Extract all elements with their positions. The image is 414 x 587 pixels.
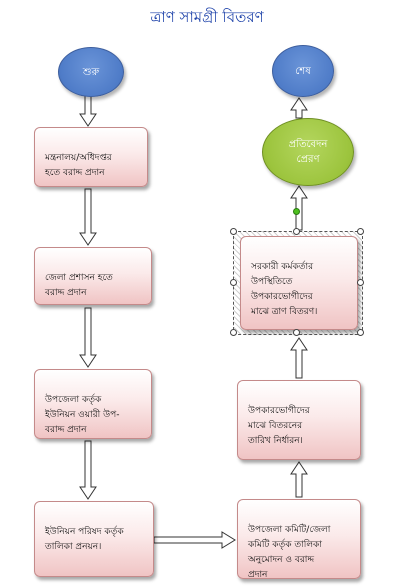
resize-handle-bottom-center[interactable] xyxy=(293,329,300,336)
arrow-committee-to-datefix xyxy=(290,461,308,498)
resize-handle-middle-left[interactable] xyxy=(230,279,237,286)
ministry-allocation-text: মন্ত্রনালয়/অধিদপ্তর হতে বরাদ্দ প্রদান xyxy=(45,153,112,178)
start-node: শুরু xyxy=(58,47,124,97)
upazila-suballocation-box: উপজেলা কর্তৃক ইউনিয়ন ওয়ারী উপ- বরাদ্দ … xyxy=(34,369,152,439)
report-node: প্রতিবেদন প্রেরণ xyxy=(262,118,354,186)
diagram-title: ত্রাণ সামগ্রী বিতরণ xyxy=(150,8,264,26)
rotation-handle[interactable] xyxy=(293,208,300,215)
end-label: শেষ xyxy=(295,65,311,77)
arrow-ministry-to-district xyxy=(79,188,97,246)
ministry-allocation-box: মন্ত্রনালয়/অধিদপ্তর হতে বরাদ্দ প্রদান xyxy=(34,127,148,187)
district-allocation-box: জেলা প্রশাসন হতে বরাদ্দ প্রদান xyxy=(34,247,152,305)
distribution-date-box: উপকারভোগীদের মাঝে বিতরনের তারিখ নির্ধারন… xyxy=(237,380,361,460)
district-allocation-text: জেলা প্রশাসন হতে বরাদ্দ প্রদান xyxy=(45,273,113,298)
resize-handle-top-center[interactable] xyxy=(293,228,300,235)
arrow-union-to-committee xyxy=(153,531,236,549)
relief-distribution-text: সরকারী কর্মকর্তার উপস্থিতিতে উপকারভোগীদে… xyxy=(251,262,318,317)
arrow-district-to-upazila xyxy=(79,307,97,368)
union-list-text: ইউনিয়ন পরিষদ কর্তৃক তালিকা প্রনয়ন। xyxy=(45,527,124,552)
resize-handle-top-left[interactable] xyxy=(230,228,237,235)
report-label: প্রতিবেদন প্রেরণ xyxy=(288,139,328,165)
committee-approval-box: উপজেলা কমিটি/জেলা কমিটি কর্তৃক তালিকা অন… xyxy=(237,499,361,580)
upazila-suballocation-text: উপজেলা কর্তৃক ইউনিয়ন ওয়ারী উপ- বরাদ্দ … xyxy=(45,395,120,435)
distribution-date-text: উপকারভোগীদের মাঝে বিতরনের তারিখ নির্ধারন… xyxy=(248,406,310,446)
end-node: শেষ xyxy=(272,45,334,97)
resize-handle-top-right[interactable] xyxy=(357,228,364,235)
arrow-report-to-end xyxy=(290,97,308,119)
arrow-datefix-to-distribution xyxy=(290,337,308,379)
arrow-distribution-to-report xyxy=(290,185,308,231)
arrow-start-to-ministry xyxy=(79,94,97,127)
resize-handle-middle-right[interactable] xyxy=(357,279,364,286)
union-list-box: ইউনিয়ন পরিষদ কর্তৃক তালিকা প্রনয়ন। xyxy=(34,501,154,577)
resize-handle-bottom-right[interactable] xyxy=(357,329,364,336)
start-label: শুরু xyxy=(82,66,100,78)
relief-distribution-box[interactable]: সরকারী কর্মকর্তার উপস্থিতিতে উপকারভোগীদে… xyxy=(240,236,358,330)
resize-handle-bottom-left[interactable] xyxy=(230,329,237,336)
arrow-upazila-to-union xyxy=(79,440,97,500)
committee-approval-text: উপজেলা কমিটি/জেলা কমিটি কর্তৃক তালিকা অন… xyxy=(248,525,331,580)
